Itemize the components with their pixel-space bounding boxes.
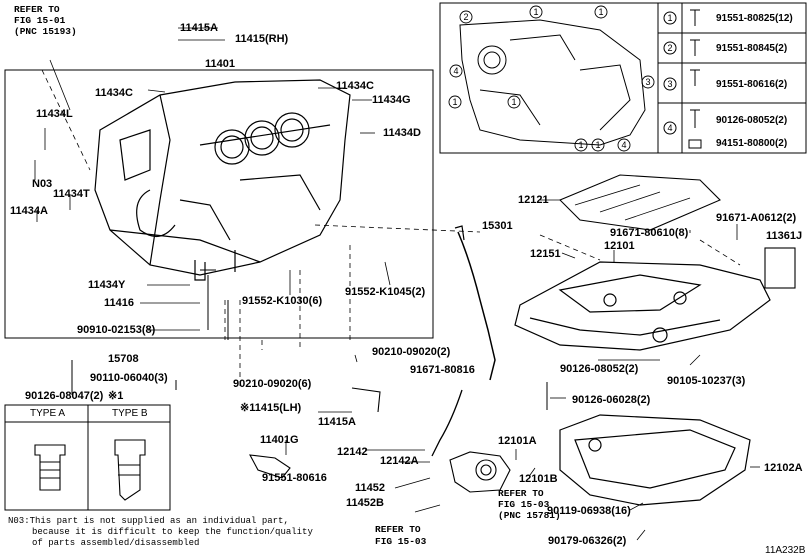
part-11415-lh[interactable]: ※11415(LH) — [240, 402, 302, 414]
ref-fig-1503-right-line1[interactable]: REFER TO — [498, 488, 544, 499]
svg-text:1: 1 — [598, 7, 603, 17]
svg-text:3: 3 — [645, 77, 650, 87]
part-11434c-right[interactable]: 11434C — [336, 80, 374, 92]
part-11434a[interactable]: 11434A — [10, 205, 48, 217]
svg-text:4: 4 — [667, 123, 672, 133]
part-90910-02153[interactable]: 90910-02153(8) — [77, 324, 156, 336]
part-12102a[interactable]: 12102A — [764, 462, 803, 474]
dipstick-guide-drawing — [431, 389, 463, 457]
svg-text:4: 4 — [621, 140, 626, 150]
part-90179-06326[interactable]: 90179-06326(2) — [548, 535, 627, 547]
note-mark-1: ※1 — [108, 390, 124, 402]
svg-text:1: 1 — [511, 97, 516, 107]
part-91551-80616[interactable]: 91551-80616 — [262, 472, 327, 484]
part-91552-k1045[interactable]: 91552-K1045(2) — [345, 286, 426, 298]
plate-callouts — [448, 5, 655, 152]
part-11416[interactable]: 11416 — [104, 297, 134, 309]
part-11434l[interactable]: 11434L — [36, 108, 73, 120]
ref-fig-1501-line1[interactable]: REFER TO — [14, 4, 60, 15]
oil-filter-bracket-drawing — [449, 451, 511, 493]
part-11452[interactable]: 11452 — [355, 482, 385, 494]
part-11434d[interactable]: 11434D — [383, 127, 421, 139]
upper-oil-pan-drawing — [514, 261, 771, 351]
part-12101a[interactable]: 12101A — [498, 435, 537, 447]
ref-fig-1503-left-line2[interactable]: FIG 15-03 — [375, 536, 427, 547]
svg-text:1: 1 — [595, 140, 600, 150]
svg-text:2: 2 — [463, 12, 468, 22]
type-b-label: TYPE B — [112, 408, 148, 419]
part-11415a-top[interactable]: 11415A — [180, 22, 218, 34]
part-90126-06028[interactable]: 90126-06028(2) — [572, 394, 651, 406]
part-11401g[interactable]: 11401G — [260, 434, 299, 446]
part-12151[interactable]: 12151 — [530, 248, 561, 260]
legend-row-1-part[interactable]: 91551-80825(12) — [716, 13, 793, 24]
part-11361j[interactable]: 11361J — [766, 230, 803, 242]
part-12101[interactable]: 12101 — [604, 240, 635, 252]
part-90210-09020-2[interactable]: 90210-09020(2) — [372, 346, 451, 358]
diagram-id: 11A232B — [765, 545, 806, 556]
engine-block-drawing — [94, 79, 351, 281]
legend-row-3-part[interactable]: 91551-80616(2) — [716, 79, 788, 90]
baffle-drawing — [559, 174, 721, 231]
part-91671-80610[interactable]: 91671-80610(8) — [610, 227, 689, 239]
part-11434y[interactable]: 11434Y — [88, 279, 126, 291]
svg-text:1: 1 — [533, 7, 538, 17]
lower-oil-pan-drawing — [559, 414, 751, 506]
ref-fig-1503-right-line2[interactable]: FIG 15-03 — [498, 499, 550, 510]
svg-text:1: 1 — [667, 13, 672, 23]
type-a-label: TYPE A — [30, 408, 66, 419]
svg-text:3: 3 — [667, 79, 672, 89]
ref-fig-1501-line2[interactable]: FIG 15-01 — [14, 15, 66, 26]
note-line-3: of parts assembled/disassembled — [32, 538, 200, 548]
svg-text:1: 1 — [452, 97, 457, 107]
note-line-2: because it is difficult to keep the func… — [32, 527, 313, 537]
part-11415a-lower[interactable]: 11415A — [318, 416, 356, 428]
ref-fig-1503-left-line1[interactable]: REFER TO — [375, 524, 421, 535]
part-90210-09020-6[interactable]: 90210-09020(6) — [233, 378, 312, 390]
timing-plate-drawing — [459, 19, 646, 146]
part-11434t[interactable]: 11434T — [53, 188, 90, 200]
ref-fig-1501-line3[interactable]: (PNC 15193) — [14, 26, 77, 37]
legend-frame — [439, 2, 807, 154]
part-15301[interactable]: 15301 — [482, 220, 513, 232]
part-n03[interactable]: N03 — [32, 178, 53, 190]
part-11434c-left[interactable]: 11434C — [95, 87, 133, 99]
svg-text:4: 4 — [453, 66, 458, 76]
svg-text:1: 1 — [578, 140, 583, 150]
ref-fig-1503-right-line3[interactable]: (PNC 15781) — [498, 510, 561, 521]
part-12142a[interactable]: 12142A — [380, 455, 419, 467]
part-11401[interactable]: 11401 — [205, 58, 235, 70]
part-12142[interactable]: 12142 — [337, 446, 368, 458]
part-91671-a0612[interactable]: 91671-A0612(2) — [716, 212, 797, 224]
block-frame — [4, 69, 434, 339]
part-11452b[interactable]: 11452B — [346, 497, 384, 509]
part-12101b[interactable]: 12101B — [519, 473, 558, 485]
note-line-1: N03:This part is not supplied as an indi… — [8, 516, 289, 526]
part-90110-06040[interactable]: 90110-06040(3) — [90, 372, 168, 384]
part-91552-k1030[interactable]: 91552-K1030(6) — [242, 295, 323, 307]
part-11434g[interactable]: 11434G — [372, 94, 411, 106]
dipstick-drawing — [457, 231, 496, 381]
part-15708[interactable]: 15708 — [108, 353, 139, 365]
legend-row-4-part-a[interactable]: 90126-08052(2) — [716, 115, 788, 126]
part-90105-10237[interactable]: 90105-10237(3) — [667, 375, 746, 387]
part-90119-06938[interactable]: 90119-06938(16) — [547, 505, 631, 517]
part-90126-08052[interactable]: 90126-08052(2) — [560, 363, 639, 375]
svg-text:2: 2 — [667, 43, 672, 53]
legend-row-4-part-b[interactable]: 94151-80800(2) — [716, 138, 788, 149]
part-90126-08047[interactable]: 90126-08047(2) — [25, 390, 104, 402]
part-11415-rh[interactable]: 11415(RH) — [235, 33, 289, 45]
part-91671-80816[interactable]: 91671-80816 — [410, 364, 475, 376]
legend-row-2-part[interactable]: 91551-80845(2) — [716, 43, 788, 54]
part-12121[interactable]: 12121 — [518, 194, 549, 206]
